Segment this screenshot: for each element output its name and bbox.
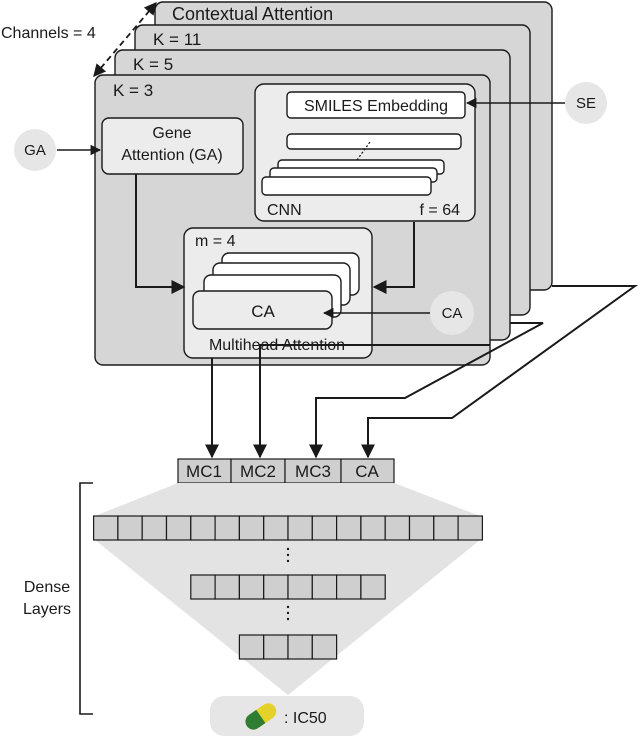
dense-unit-cell bbox=[408, 515, 435, 541]
dense-unit-cell bbox=[311, 634, 338, 660]
channels-dashed-arrow bbox=[93, 2, 157, 77]
ga-input-label: GA bbox=[24, 142, 46, 159]
filters-label: f = 64 bbox=[420, 202, 461, 219]
dense-unit-cell bbox=[141, 515, 168, 541]
smiles-embedding-box bbox=[286, 91, 466, 119]
ga-to-multihead-arrow bbox=[135, 174, 186, 294]
dense-unit-cell bbox=[190, 574, 216, 600]
concat-label-mc1: MC1 bbox=[186, 462, 222, 481]
mc2-arrow bbox=[253, 344, 490, 459]
mc3-connector-outer bbox=[315, 322, 544, 457]
cnn-filter-bar bbox=[286, 133, 462, 150]
ca-head-label: CA bbox=[251, 302, 275, 321]
dense-unit-cell bbox=[457, 515, 484, 541]
concat-cell-mc2 bbox=[230, 458, 286, 484]
kernel-label-k5: K = 5 bbox=[133, 55, 173, 74]
dense-unit-cell bbox=[360, 574, 386, 600]
concat-cell-ca bbox=[340, 458, 395, 484]
ga-input-circle bbox=[14, 129, 56, 171]
dense-unit-cell bbox=[214, 574, 241, 600]
dense-unit-cell bbox=[165, 515, 192, 541]
dense-unit-cell bbox=[287, 634, 313, 660]
dense-unit-cell bbox=[311, 574, 338, 600]
cnn-filter-bar bbox=[261, 176, 432, 196]
channels-label: Channels = 4 bbox=[1, 25, 96, 42]
dense-layers bbox=[92, 515, 484, 660]
dense-unit-cell bbox=[238, 634, 265, 660]
dense-unit-cell bbox=[190, 515, 216, 541]
ic50-output-label: : IC50 bbox=[284, 710, 327, 727]
dense-layers-bracket bbox=[79, 482, 93, 715]
dense-unit-cell bbox=[433, 515, 459, 541]
dense-unit-cell bbox=[311, 515, 338, 541]
dense-label-line1: Dense bbox=[24, 579, 70, 596]
dense-unit-cell bbox=[263, 574, 289, 600]
dense-unit-cell bbox=[238, 515, 265, 541]
se-input-label: SE bbox=[576, 95, 596, 112]
heads-label: m = 4 bbox=[195, 233, 236, 250]
gene-attention-label-line1: Gene bbox=[152, 125, 191, 142]
concat-label-ca: CA bbox=[355, 462, 379, 481]
concat-label-mc3: MC3 bbox=[295, 462, 331, 481]
cnn-to-multihead-arrow bbox=[372, 222, 415, 294]
dense-unit-cell bbox=[117, 515, 143, 541]
dense-label-line2: Layers bbox=[23, 601, 71, 618]
cnn-label: CNN bbox=[267, 202, 302, 219]
kernel-label-k11: K = 11 bbox=[153, 30, 201, 49]
dense-unit-cell bbox=[263, 634, 289, 660]
dense-unit-cell bbox=[238, 574, 265, 600]
ca-input-label: CA bbox=[442, 305, 463, 322]
dense-unit-cell bbox=[287, 515, 313, 541]
kernel-label-k3: K = 3 bbox=[113, 81, 153, 100]
dense-unit-cell bbox=[287, 574, 313, 600]
gene-attention-box bbox=[101, 117, 244, 175]
dense-unit-cell bbox=[92, 515, 119, 541]
dense-unit-cell bbox=[263, 515, 289, 541]
smiles-embedding-label: SMILES Embedding bbox=[304, 98, 448, 115]
dense-unit-cell bbox=[384, 515, 411, 541]
contextual-attention-label: Contextual Attention bbox=[172, 4, 333, 24]
dense-unit-cell bbox=[336, 574, 362, 600]
concat-label-mc2: MC2 bbox=[240, 462, 276, 481]
pill-icon bbox=[245, 703, 277, 730]
dense-unit-cell bbox=[360, 515, 386, 541]
se-input-circle bbox=[565, 82, 607, 124]
ca-connector bbox=[361, 285, 639, 459]
dense-unit-cell bbox=[214, 515, 241, 541]
ca-input-circle bbox=[430, 291, 474, 335]
gene-attention-label-line2: Attention (GA) bbox=[121, 147, 222, 164]
dense-unit-cell bbox=[336, 515, 362, 541]
